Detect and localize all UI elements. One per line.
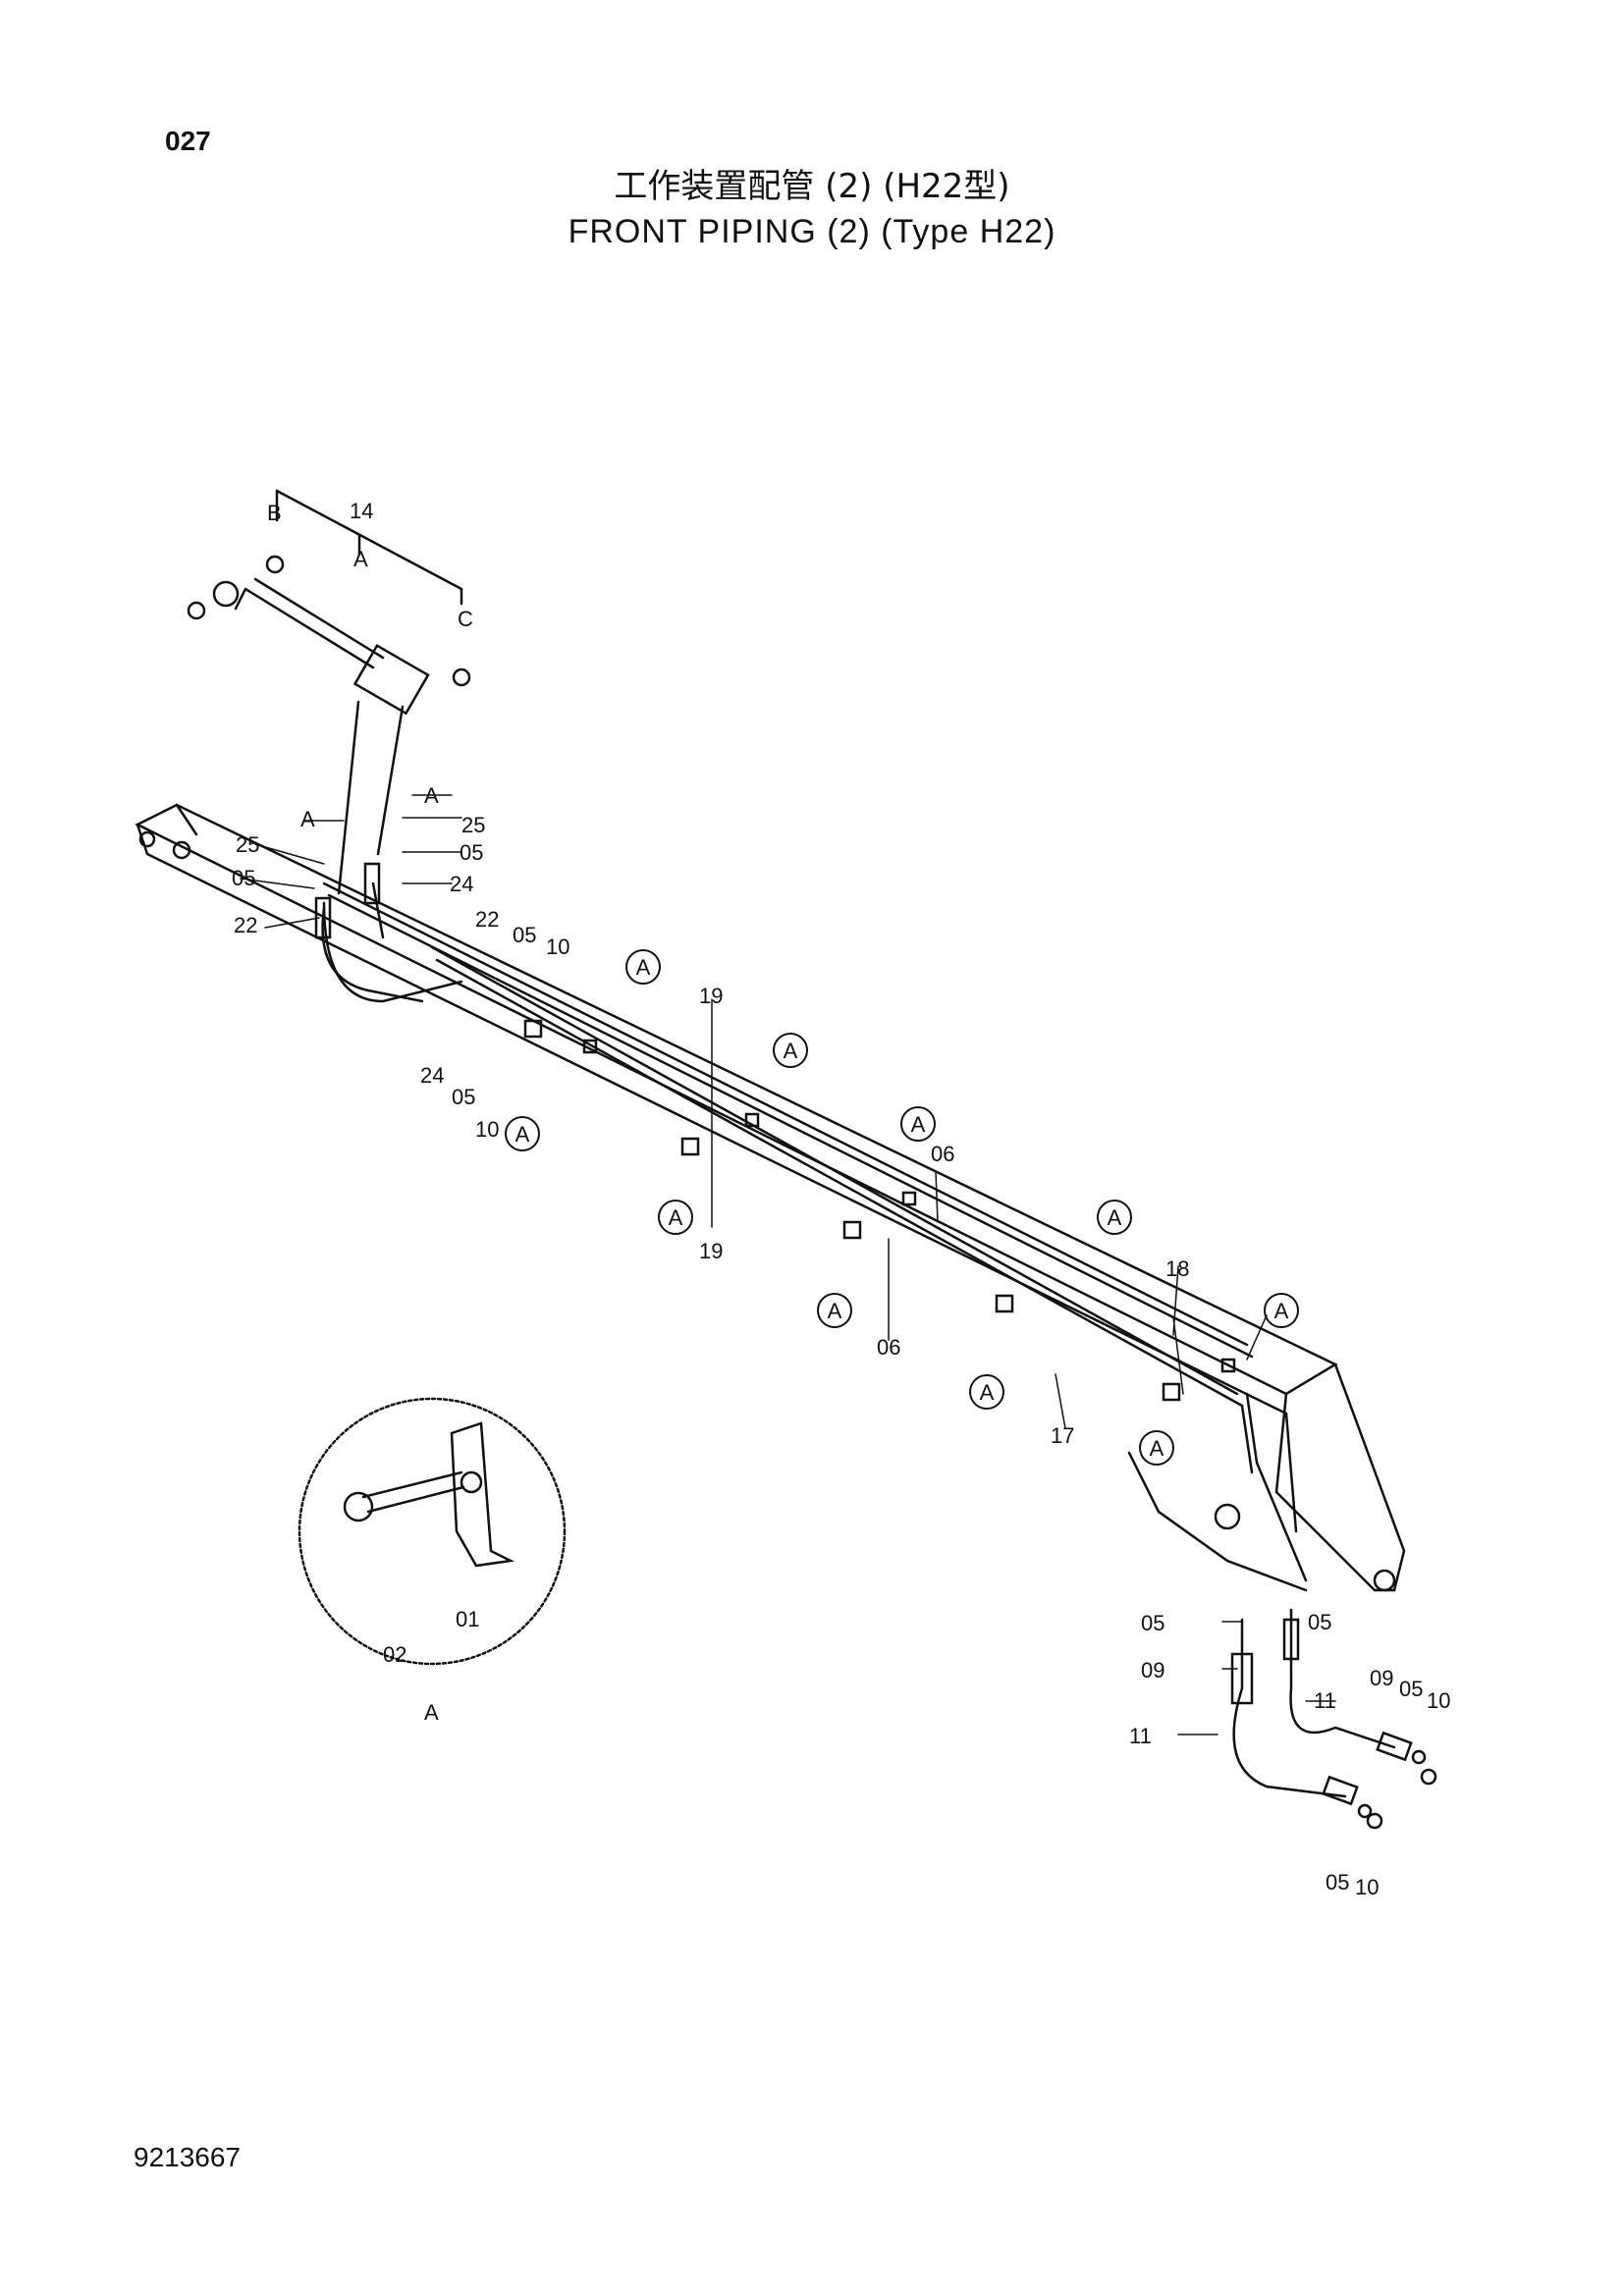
label-10-d: 10 xyxy=(1355,1875,1379,1899)
label-05-b: 05 xyxy=(232,866,255,890)
label-22-a: 22 xyxy=(234,913,257,937)
svg-text:A: A xyxy=(1108,1205,1122,1230)
bracket-14 xyxy=(275,489,463,606)
page-number: 027 xyxy=(165,126,211,156)
svg-text:A: A xyxy=(1150,1436,1164,1461)
label-11-b: 11 xyxy=(1314,1688,1336,1713)
left-hoses xyxy=(314,862,424,1003)
label-05-f: 05 xyxy=(1308,1610,1331,1634)
label-c: C xyxy=(458,607,473,631)
label-14: 14 xyxy=(350,499,373,523)
label-18: 18 xyxy=(1165,1256,1189,1281)
label-a-l2: A xyxy=(424,783,439,808)
leader-lines xyxy=(240,794,1336,1735)
callout-a-1: A xyxy=(625,949,661,985)
callout-a-10: A xyxy=(1139,1430,1174,1466)
title-english: FRONT PIPING (2) (Type H22) xyxy=(568,213,1056,250)
label-05-d: 05 xyxy=(452,1085,475,1109)
label-05-a: 05 xyxy=(460,840,483,865)
label-a-l1: A xyxy=(300,807,315,831)
label-25-left: 25 xyxy=(236,832,259,857)
title-block: 工作装置配管 (2) (H22型) FRONT PIPING (2) (Type… xyxy=(0,165,1624,255)
label-24-a: 24 xyxy=(450,872,473,896)
svg-text:A: A xyxy=(911,1112,926,1137)
label-a-top: A xyxy=(353,547,368,571)
label-10-c: 10 xyxy=(1427,1688,1450,1713)
label-17: 17 xyxy=(1051,1423,1074,1448)
label-06-a: 06 xyxy=(931,1142,954,1166)
callout-a-4: A xyxy=(900,1106,936,1142)
label-19-a: 19 xyxy=(699,984,723,1008)
svg-text:A: A xyxy=(636,955,651,980)
drawing-lines xyxy=(135,489,1437,1830)
label-24-b: 24 xyxy=(420,1063,444,1088)
hoses xyxy=(1230,1608,1437,1830)
callout-a-2: A xyxy=(773,1033,808,1068)
label-05-h: 05 xyxy=(1326,1870,1349,1895)
callout-a-8: A xyxy=(1264,1293,1299,1328)
label-19-b: 19 xyxy=(699,1239,723,1263)
svg-text:A: A xyxy=(828,1299,842,1323)
label-01: 01 xyxy=(456,1607,479,1631)
label-10-b: 10 xyxy=(475,1117,499,1142)
label-09-b: 09 xyxy=(1370,1666,1393,1690)
label-09-a: 09 xyxy=(1141,1658,1164,1682)
clamp-markers xyxy=(523,1019,1236,1402)
callout-a-6: A xyxy=(1097,1200,1132,1235)
cylinder xyxy=(187,555,471,895)
callouts-a: A A A A A A A A A A xyxy=(505,949,1299,1466)
label-b: B xyxy=(267,501,282,525)
part-labels: 14 A B C A A 25 25 05 05 24 22 22 05 10 … xyxy=(232,499,1450,1899)
label-05-e: 05 xyxy=(1141,1611,1164,1635)
svg-text:A: A xyxy=(784,1039,798,1063)
callout-a-9: A xyxy=(969,1374,1004,1410)
label-25-right: 25 xyxy=(461,813,485,837)
label-06-b: 06 xyxy=(877,1335,900,1360)
label-22-b: 22 xyxy=(475,907,499,932)
document-number: 9213667 xyxy=(134,2142,242,2172)
svg-text:A: A xyxy=(669,1205,683,1230)
pipes xyxy=(322,881,1308,1582)
svg-text:A: A xyxy=(980,1380,995,1405)
title-japanese: 工作装置配管 (2) (H22型) xyxy=(614,167,1010,206)
label-02: 02 xyxy=(383,1642,406,1667)
svg-text:A: A xyxy=(1274,1299,1289,1323)
detail-view-a xyxy=(298,1397,567,1666)
svg-text:A: A xyxy=(515,1122,530,1147)
callout-a-7: A xyxy=(817,1293,852,1328)
label-10-a: 10 xyxy=(546,934,569,959)
label-05-g: 05 xyxy=(1399,1677,1423,1701)
label-05-c: 05 xyxy=(513,923,536,947)
label-11-a: 11 xyxy=(1129,1724,1152,1748)
boom xyxy=(135,803,1406,1592)
callout-a-3: A xyxy=(505,1116,540,1151)
label-a-detail: A xyxy=(424,1700,439,1725)
callout-a-5: A xyxy=(658,1200,693,1235)
